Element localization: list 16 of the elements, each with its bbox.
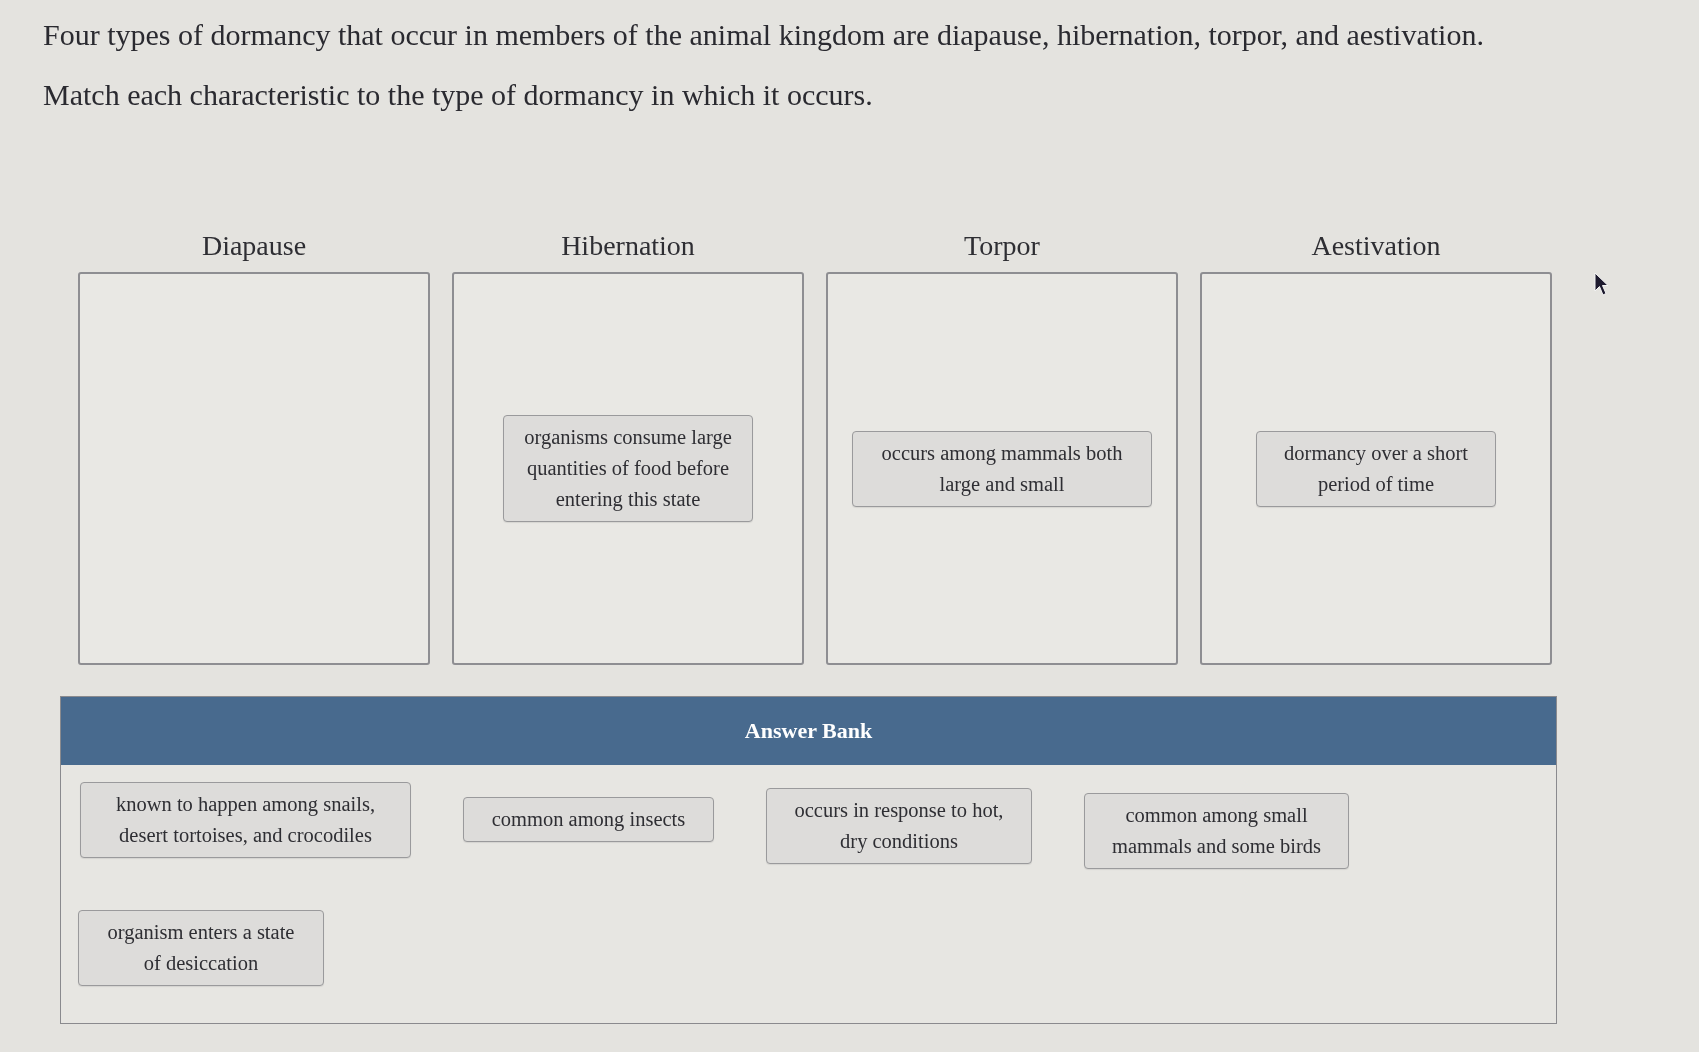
draggable-answer-card: common among small mammals and some birds <box>1084 793 1349 869</box>
draggable-answer-card: occurs in response to hot, dry conditions <box>766 788 1032 864</box>
column-heading: Hibernation <box>560 229 696 263</box>
answer-bank-panel <box>60 696 1557 1024</box>
draggable-answer-card: common among insects <box>463 797 714 842</box>
question-text: Four types of dormancy that occur in members of the animal kingdom are diapause, hibernation, torpor, and aestivation. <box>43 17 1484 53</box>
answer-bank-header: Answer Bank <box>61 697 1556 765</box>
column-heading: Torpor <box>963 229 1041 263</box>
draggable-answer-card: dormancy over a short period of time <box>1256 430 1496 507</box>
question-text: Match each characteristic to the type of dormancy in which it occurs. <box>43 77 873 113</box>
draggable-answer-card: occurs among mammals both large and small <box>852 430 1152 507</box>
draggable-answer-card: organisms consume large quantities of food before entering this state <box>503 415 753 522</box>
draggable-answer-card: organism enters a state of desiccation <box>78 910 324 986</box>
column-heading: Aestivation <box>1310 229 1442 263</box>
column-heading: Diapause <box>200 229 308 263</box>
draggable-answer-card: known to happen among snails, desert tortoises, and crocodiles <box>80 782 411 858</box>
